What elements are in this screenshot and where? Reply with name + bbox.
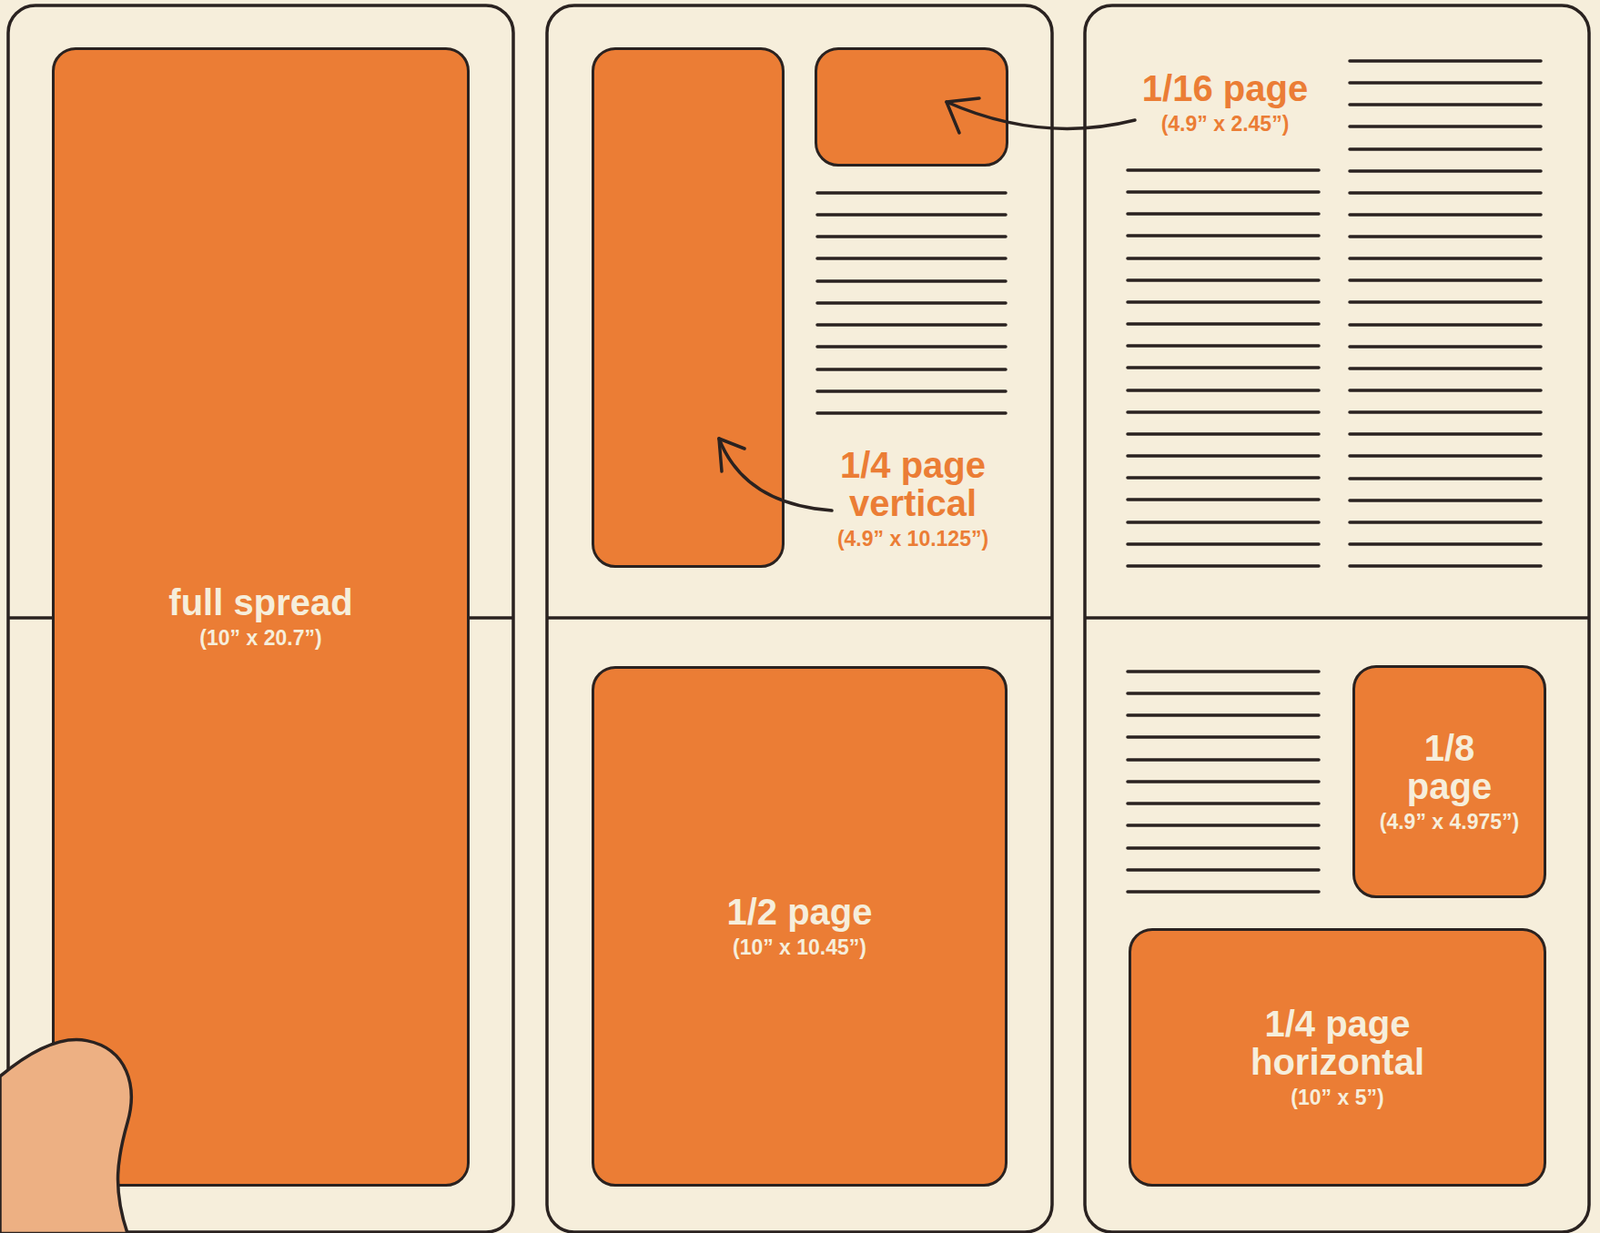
- size-label: full spread (10” x 20.7”): [168, 583, 353, 651]
- right-page: [1084, 5, 1590, 1233]
- size-name: 1/2 page: [726, 892, 872, 932]
- fold-line: [1084, 616, 1590, 620]
- ad-size-box: 1/2 page(10” x 10.45”): [591, 666, 1008, 1187]
- fold-line: [546, 616, 1053, 620]
- ad-size-box: full spread (10” x 20.7”): [51, 47, 470, 1187]
- ad-size-box: 1/8 page (4.9” x 4.975”): [1352, 665, 1547, 899]
- size-label: 1/2 page(10” x 10.45”): [726, 892, 872, 961]
- ad-size-box: 1/16 page(4.9” x 2.45”): [814, 47, 1009, 167]
- left-page: [8, 5, 514, 1233]
- dimensions: (10” x 10.45”): [732, 934, 867, 961]
- text-lines: [1127, 671, 1319, 892]
- size-label: 1/4 page horizontal(10” x 5”): [1210, 1004, 1466, 1111]
- size-label: 1/4 page vertical (4.9” x 10.125”): [776, 445, 1050, 552]
- size-label: 1/8 page (4.9” x 4.975”): [1379, 729, 1519, 835]
- size-label: 1/16 page (4.9” x 2.45”): [1088, 69, 1362, 137]
- ad-size-box: 1/4 page horizontal(10” x 5”): [1128, 928, 1547, 1187]
- size-name: 1/16 page: [1142, 69, 1308, 108]
- ad-size-box: 1/4 page vertical(4.9” x 10.125”): [591, 47, 785, 568]
- size-name: 1/4 page horizontal: [1210, 1004, 1466, 1082]
- dimensions: (10” x 20.7”): [199, 625, 322, 651]
- dimensions: (4.9” x 2.45”): [1161, 111, 1290, 137]
- arrow-head: [718, 438, 745, 472]
- text-lines: [817, 192, 1006, 414]
- leader-arrow: [946, 101, 1135, 129]
- dimensions: (4.9” x 10.125”): [837, 526, 989, 552]
- dimensions: (10” x 5”): [1290, 1084, 1384, 1111]
- text-lines: [1349, 60, 1541, 567]
- middle-page: [546, 5, 1053, 1233]
- size-name: 1/8 page: [1394, 729, 1504, 806]
- dimensions: (4.9” x 4.975”): [1379, 809, 1519, 835]
- arrow-head: [946, 98, 980, 133]
- hand: [0, 1040, 132, 1233]
- size-name: full spread: [168, 583, 353, 622]
- size-name: 1/4 page vertical: [826, 445, 1000, 523]
- leader-arrow: [718, 438, 832, 511]
- text-lines: [1127, 170, 1319, 567]
